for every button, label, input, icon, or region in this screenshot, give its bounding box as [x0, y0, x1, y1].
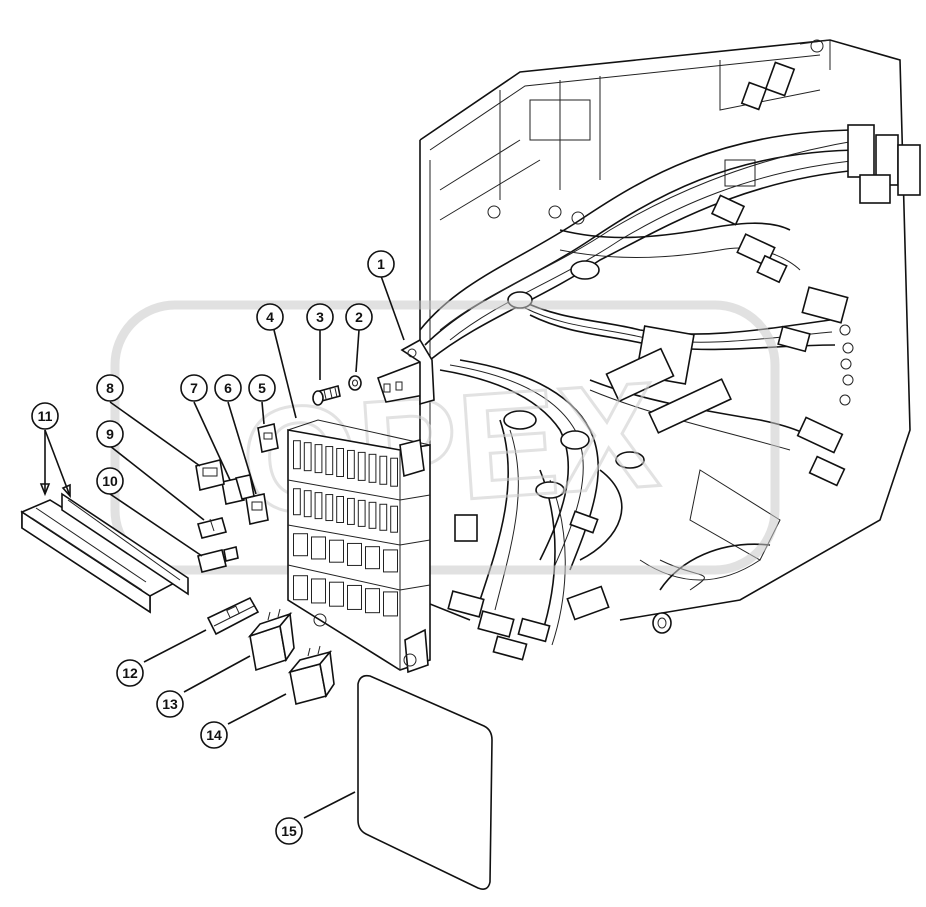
- callout-label: 10: [102, 473, 118, 489]
- fuse-slot: [383, 591, 398, 617]
- callout-label: 9: [106, 426, 114, 442]
- fuse-slot: [329, 539, 344, 563]
- callout-label: 1: [377, 256, 385, 272]
- part-2-washer: [348, 375, 362, 391]
- fuse-slot: [336, 447, 345, 477]
- callouts: 1 2 3 4 5 6 7 8: [31, 250, 395, 845]
- fuse-slot: [336, 495, 345, 523]
- fuse-slot: [303, 490, 312, 518]
- callout-label: 5: [258, 380, 266, 396]
- fuse-slot: [357, 451, 366, 481]
- fuse-slot: [368, 453, 377, 483]
- fuse-slot: [311, 536, 326, 560]
- part-6-fuse: [245, 493, 269, 525]
- part-14-relay: [287, 645, 335, 705]
- callout-12: 12: [116, 659, 144, 687]
- part-15-panel: [357, 674, 493, 890]
- fuse-slot: [347, 542, 362, 566]
- part-9-fuse: [197, 517, 227, 539]
- callout-label: 13: [162, 696, 178, 712]
- fuse-slot: [357, 499, 366, 527]
- callout-3: 3: [306, 303, 334, 331]
- fuse-slot: [365, 588, 380, 614]
- callout-9: 9: [96, 420, 124, 448]
- fuse-slot: [365, 546, 380, 570]
- callout-14: 14: [200, 721, 228, 749]
- fuse-slot: [329, 581, 344, 607]
- callout-label: 6: [224, 380, 232, 396]
- callout-label: 7: [190, 380, 198, 396]
- fuse-slot: [314, 444, 323, 474]
- callout-label: 15: [281, 823, 297, 839]
- part-1-bracket: [376, 338, 435, 406]
- part-13-relay: [247, 608, 295, 672]
- part-7-fuse: [221, 474, 255, 505]
- fuse-slot: [314, 492, 323, 520]
- fuse-slot: [347, 449, 355, 479]
- callout-7: 7: [180, 374, 208, 402]
- fuse-slot: [293, 533, 308, 557]
- part-12-connector: [206, 596, 260, 636]
- fuse-slot: [325, 446, 334, 476]
- fuse-slot: [383, 549, 398, 573]
- fuse-slot: [293, 440, 301, 470]
- part-10-fuse: [197, 546, 239, 573]
- leader-lines: [39, 275, 405, 819]
- callout-5: 5: [248, 374, 276, 402]
- callout-label: 2: [355, 309, 363, 325]
- callout-11: 11: [31, 402, 59, 430]
- callout-2: 2: [345, 303, 373, 331]
- fuse-slot: [390, 505, 399, 533]
- fuse-slot: [379, 503, 388, 531]
- part-4-fuse-relay-box: [287, 419, 431, 674]
- fuse-slot: [347, 584, 362, 610]
- callout-label: 11: [38, 408, 53, 424]
- wiring-harness: [419, 61, 921, 661]
- callout-label: 14: [206, 727, 222, 743]
- part-11-cover-gasket: [20, 492, 189, 614]
- callout-10: 10: [96, 467, 124, 495]
- callout-4: 4: [256, 303, 284, 331]
- fuse-slot: [368, 501, 377, 529]
- callout-1: 1: [367, 250, 395, 278]
- fuse-slot: [311, 578, 326, 604]
- fuse-slot: [347, 497, 355, 525]
- callout-15: 15: [275, 817, 303, 845]
- part-8-fuse: [195, 459, 225, 491]
- callout-label: 3: [316, 309, 324, 325]
- callout-label: 8: [106, 380, 114, 396]
- fuse-slot: [379, 455, 388, 485]
- callout-8: 8: [96, 374, 124, 402]
- cab-frame-panel: [419, 39, 911, 621]
- fuse-slot: [325, 494, 334, 522]
- callout-13: 13: [156, 690, 184, 718]
- callout-6: 6: [214, 374, 242, 402]
- callout-label: 12: [122, 665, 138, 681]
- fuse-slot: [303, 442, 312, 472]
- callout-label: 4: [266, 309, 274, 325]
- fuse-slot: [293, 575, 308, 601]
- fuse-slot: [390, 457, 399, 487]
- part-5-fuse: [257, 423, 279, 453]
- part-3-bolt: [312, 385, 341, 406]
- fuse-slot: [293, 488, 301, 516]
